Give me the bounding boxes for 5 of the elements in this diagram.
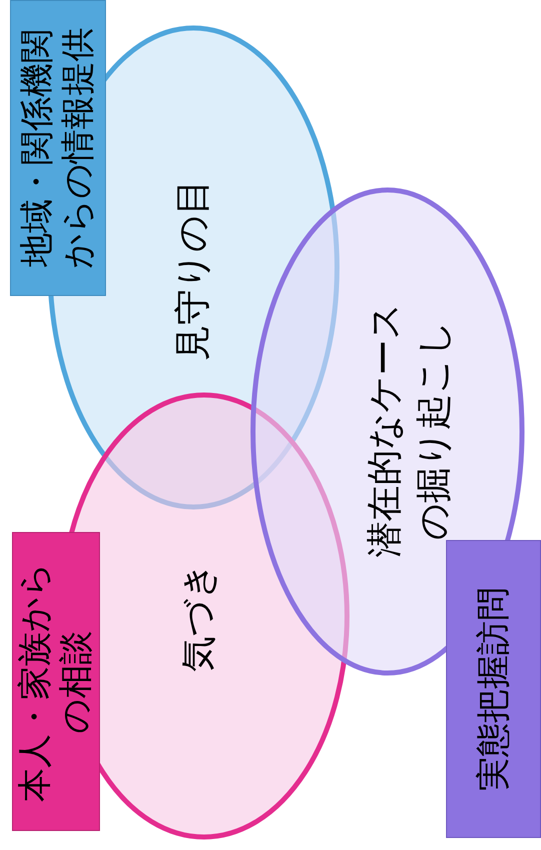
ellipse-label: 気づき: [178, 561, 221, 674]
ellipse-label: 見守りの目: [172, 178, 215, 363]
label-box: 本人・家族からの相談: [12, 532, 100, 831]
label-box: 地域・関係機関からの情報提供: [10, 0, 106, 296]
label-box: 実態把握訪問: [446, 540, 541, 838]
